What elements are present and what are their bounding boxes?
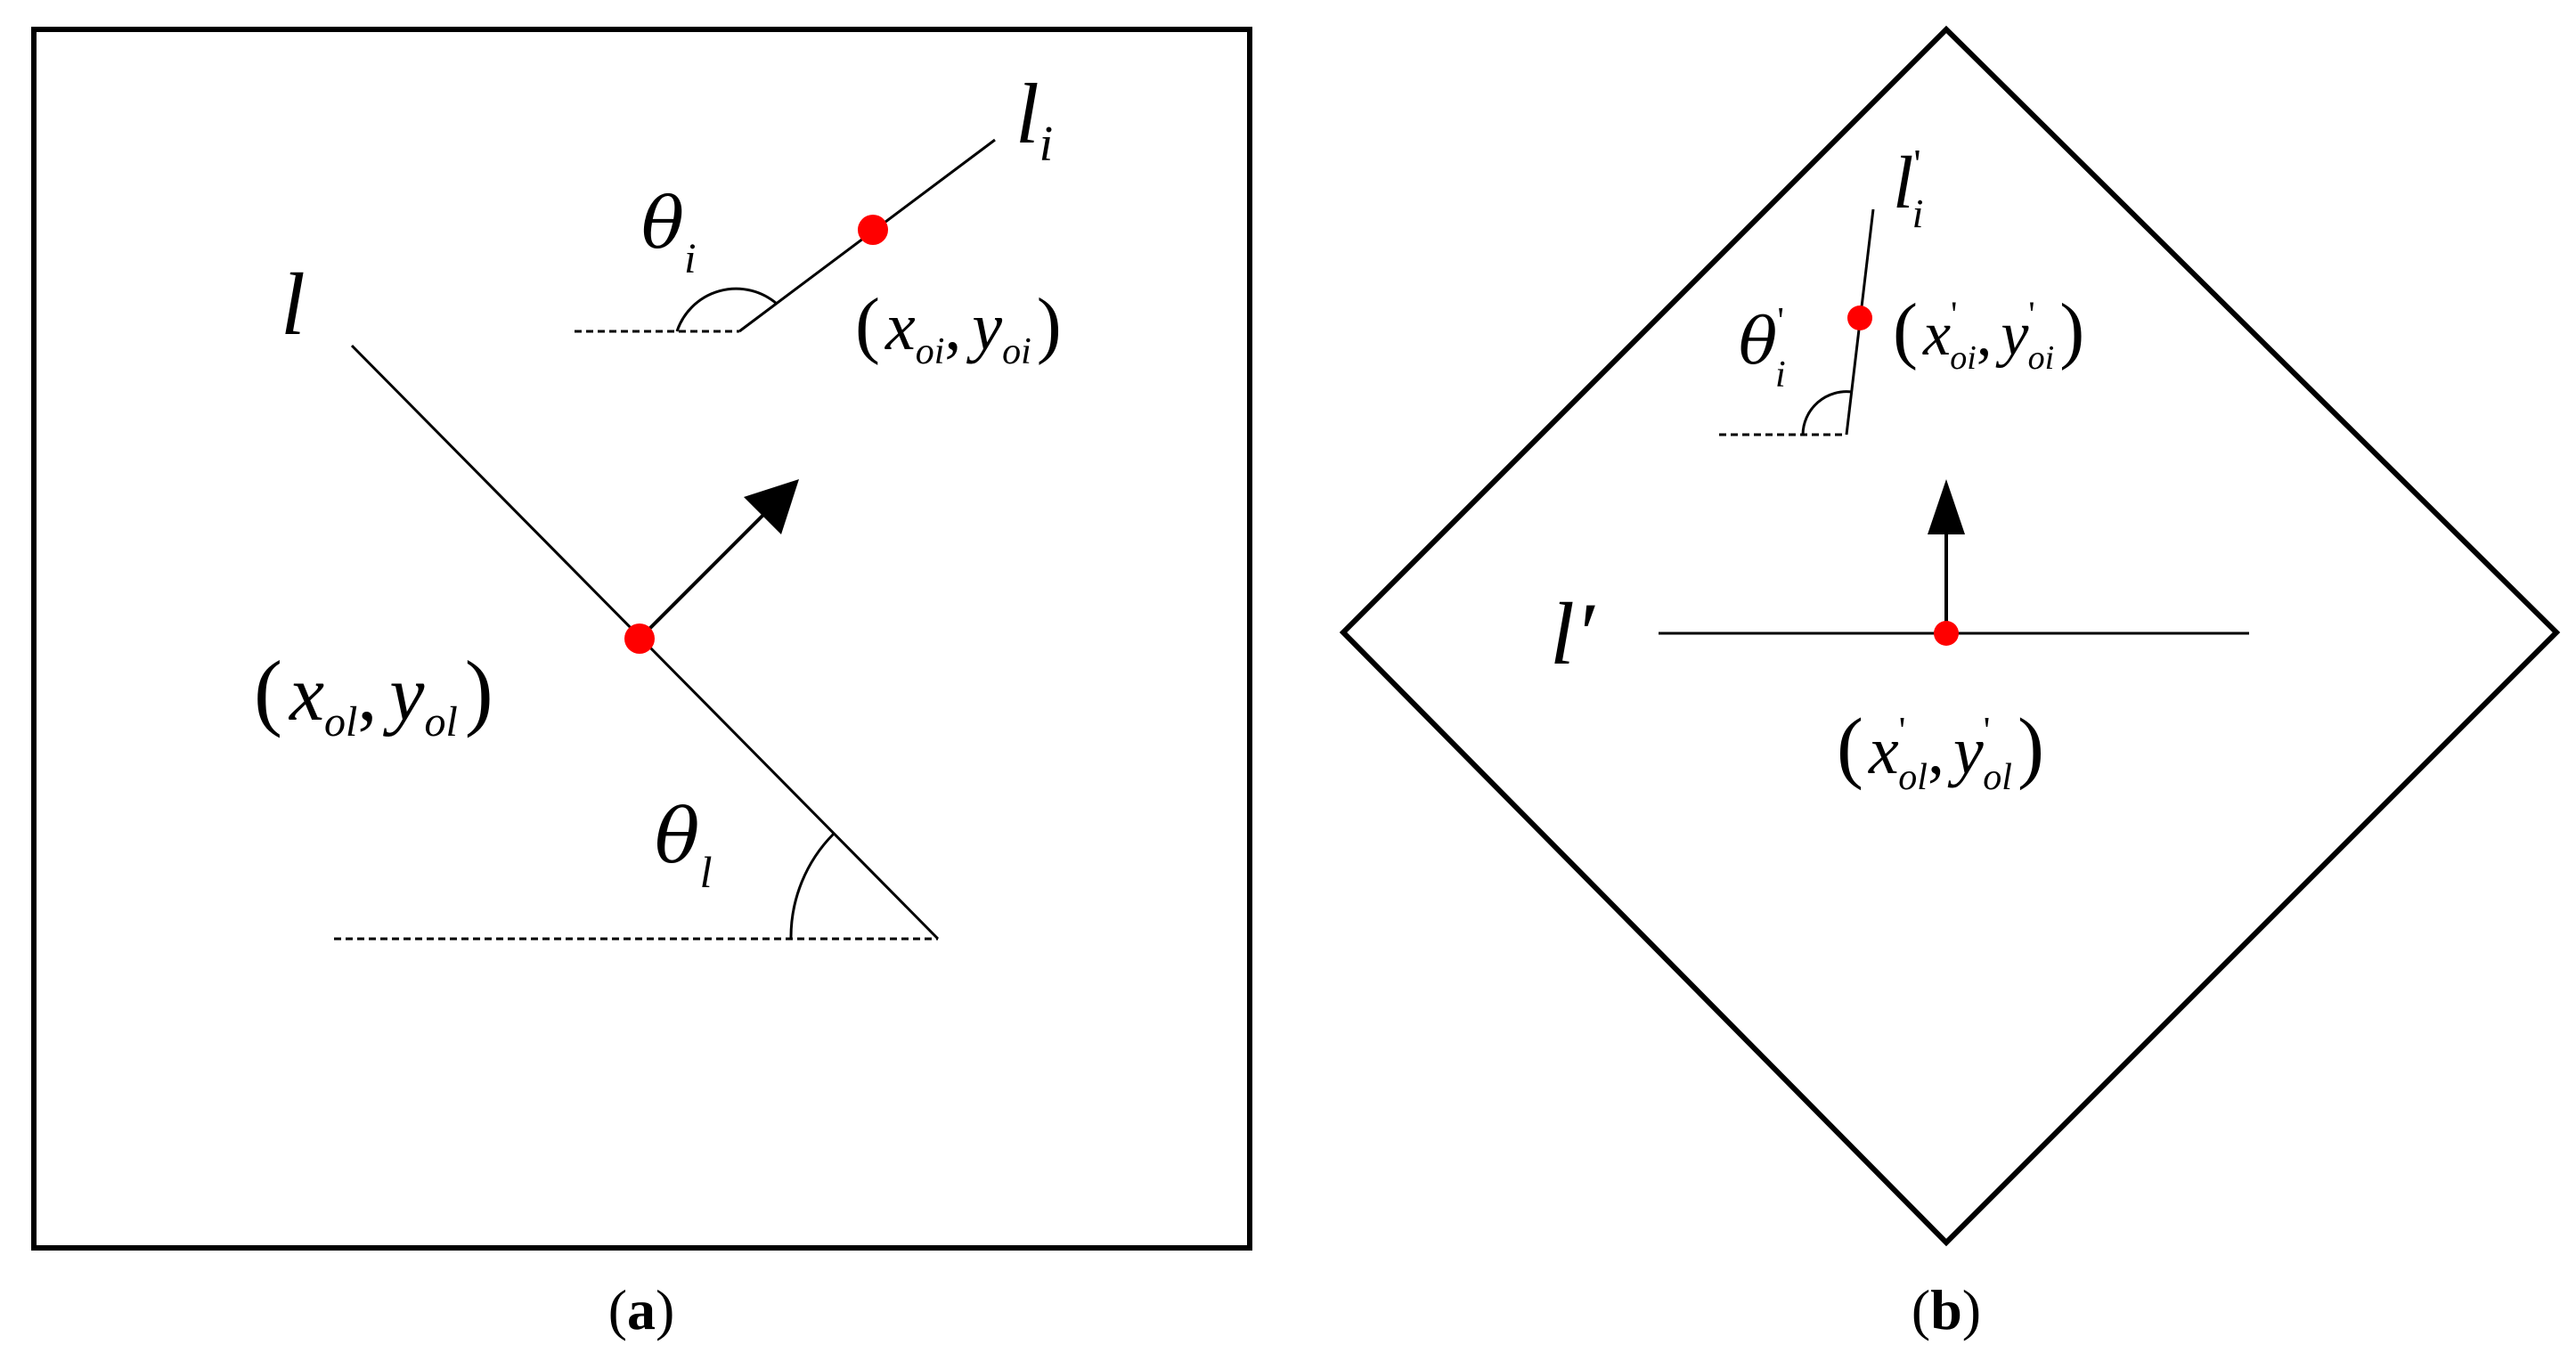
label-theta-i-prime: θ' i: [1739, 301, 1786, 395]
coord-ol-x: x: [288, 651, 324, 738]
coord-ol-prime-sep: ,: [1928, 713, 1944, 788]
coord-oi-prime-x: x: [1922, 300, 1951, 369]
coord-ol-prime-x: x: [1868, 713, 1899, 788]
coord-ol-sep: ,: [357, 651, 377, 738]
caption-b: (b): [1912, 1278, 1981, 1341]
coord-ol-x-sub: ol: [324, 698, 357, 746]
label-segment-li-sub: i: [1039, 117, 1054, 172]
panel-b: l'i θ'i (x'oi,y'oi) l′ (x'ol,y'ol) (b): [1339, 25, 2561, 1341]
coord-ol-open: (: [254, 643, 282, 738]
panel-a-frame: [31, 27, 1252, 1251]
caption-a-open: (: [608, 1278, 627, 1341]
coord-oi-sep: ,: [944, 289, 961, 364]
coord-oi-prime-x-mark: ': [1951, 294, 1957, 334]
point-oi: [858, 215, 888, 245]
angle-arc-theta-l: [789, 832, 836, 940]
coord-ol-prime-close: ): [2018, 703, 2044, 791]
coord-ol-prime-open: (: [1837, 703, 1863, 791]
coord-ol-prime-x-sub: ol: [1898, 757, 1928, 798]
panel-b-diamond-frame: [1339, 25, 2561, 1247]
coord-oi-prime-close: ): [2059, 289, 2084, 371]
caption-b-open: (: [1912, 1278, 1930, 1341]
coord-ol-y: y: [382, 651, 425, 738]
coord-oi-x: x: [884, 289, 916, 364]
label-theta-i-base: θ: [641, 182, 684, 265]
coord-oi-prime-open: (: [1893, 289, 1918, 371]
label-theta-i-sub: i: [684, 235, 696, 282]
coord-ol-prime-x-mark: ': [1899, 711, 1906, 752]
caption-a-label: a: [627, 1278, 656, 1341]
normal-arrow-head-a: [744, 479, 799, 534]
coord-oi-y: y: [966, 289, 1002, 364]
coord-ol-prime-y: y: [1947, 713, 1984, 788]
normal-arrow-shaft-a: [638, 506, 772, 640]
normal-arrow-head-b: [1928, 479, 1965, 534]
coord-oi-prime-y-sub: oi: [2028, 339, 2055, 377]
coord-ol-y-sub: ol: [424, 698, 457, 746]
coord-ol-close: ): [465, 643, 493, 738]
coord-oi-x-sub: oi: [916, 331, 945, 372]
point-ol-prime: [1934, 621, 1959, 646]
coord-ol-prime-y-mark: ': [1984, 711, 1991, 752]
point-ol: [624, 623, 655, 654]
coord-ol-prime-y-sub: ol: [1983, 757, 2012, 798]
coord-oi-close: ): [1037, 283, 1062, 366]
label-line-l-prime: l′: [1550, 584, 1596, 683]
label-theta-i: θi: [641, 182, 697, 282]
angle-arc-theta-i: [675, 287, 778, 332]
label-line-l: l: [281, 255, 306, 354]
label-segment-li-base: l: [1015, 66, 1039, 161]
point-oi-prime: [1847, 306, 1872, 330]
coord-ol-prime: (x'ol,y'ol): [1837, 703, 2044, 798]
coord-oi-prime-y-mark: ': [2028, 294, 2034, 334]
label-segment-li-prime-sub: i: [1912, 191, 1924, 236]
label-segment-li-prime: l' i: [1893, 141, 1923, 236]
panel-a: l li θi (xoi,yoi) (xol,yol) θl (a): [31, 27, 1252, 1341]
caption-a: (a): [608, 1278, 675, 1341]
caption-b-close: ): [1962, 1278, 1981, 1341]
label-theta-i-prime-sub: i: [1775, 355, 1786, 395]
coord-oi-prime-x-sub: oi: [1950, 339, 1977, 377]
label-segment-li-prime-mark: ': [1913, 141, 1920, 186]
coord-oi-open: (: [855, 283, 880, 366]
coord-oi-prime-y: y: [1995, 300, 2029, 369]
label-theta-l-sub: l: [700, 847, 713, 897]
label-theta-i-prime-mark: ': [1777, 301, 1784, 342]
coord-oi: (xoi,yoi): [855, 283, 1062, 372]
coord-oi-prime-sep: ,: [1977, 300, 1993, 369]
coord-oi-prime: (x'oi,y'oi): [1893, 289, 2084, 377]
label-segment-li-prime-base: l: [1893, 142, 1913, 224]
label-segment-li: li: [1015, 66, 1053, 172]
angle-arc-theta-i-prime: [1801, 390, 1853, 436]
caption-a-close: ): [656, 1278, 674, 1341]
label-theta-l: θl: [655, 793, 712, 897]
caption-b-label: b: [1930, 1278, 1962, 1341]
label-theta-i-prime-base: θ: [1739, 304, 1777, 379]
label-theta-l-base: θ: [655, 793, 700, 880]
coord-ol: (xol,yol): [254, 643, 493, 746]
coord-oi-y-sub: oi: [1002, 331, 1031, 372]
